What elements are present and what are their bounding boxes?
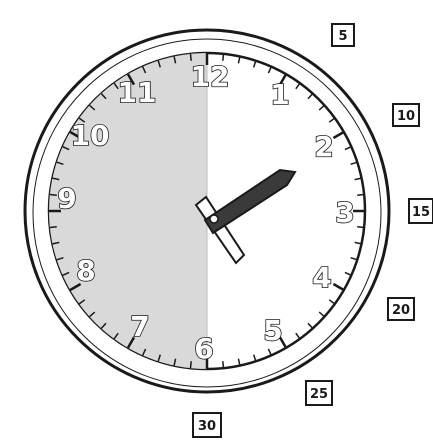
minor-tick (357, 227, 364, 228)
hour-number-3: 3 (335, 196, 354, 229)
svg-text:5: 5 (338, 29, 347, 44)
center-pin (210, 215, 218, 223)
minor-tick (191, 361, 192, 368)
svg-text:15: 15 (412, 205, 430, 220)
minute-label-30: 30 (193, 413, 221, 437)
minor-tick (223, 361, 224, 368)
minute-label-15: 15 (409, 199, 433, 223)
hour-number-11: 11 (118, 76, 157, 109)
hour-number-4: 4 (312, 261, 331, 294)
svg-text:20: 20 (392, 303, 410, 318)
minute-label-20: 20 (388, 298, 414, 320)
minute-label-10: 10 (393, 104, 419, 126)
hour-number-8: 8 (76, 254, 95, 287)
minute-label-5: 5 (332, 24, 354, 46)
minor-tick (50, 227, 57, 228)
minor-tick (357, 195, 364, 196)
hour-number-6: 6 (194, 332, 213, 365)
minor-tick (50, 195, 57, 196)
hour-number-2: 2 (314, 130, 333, 163)
hour-number-9: 9 (57, 182, 76, 215)
hour-number-12: 12 (191, 60, 230, 93)
hour-number-5: 5 (263, 314, 282, 347)
svg-text:25: 25 (310, 387, 328, 402)
minute-label-25: 25 (306, 381, 332, 405)
svg-text:10: 10 (397, 109, 415, 124)
hour-number-10: 10 (71, 119, 110, 152)
hour-number-7: 7 (130, 310, 149, 343)
hour-number-1: 1 (270, 78, 289, 111)
svg-text:30: 30 (198, 419, 216, 434)
